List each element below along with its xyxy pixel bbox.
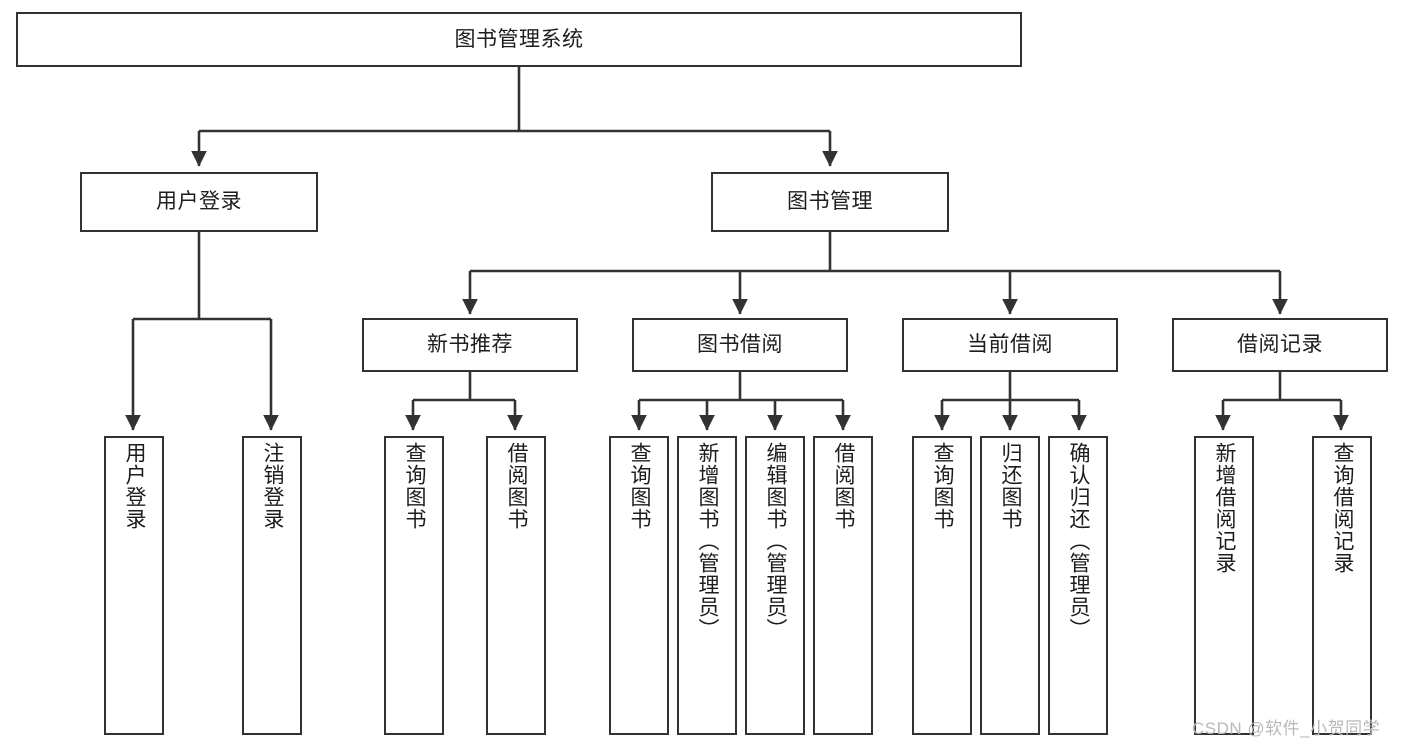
node-current-borrow-label: 当前借阅 xyxy=(967,333,1053,357)
node-current-borrow[interactable]: 当前借阅 xyxy=(902,318,1118,372)
node-leaf-query-book-3-label: 查询图书 xyxy=(931,442,955,530)
node-leaf-query-book-2[interactable]: 查询图书 xyxy=(609,436,669,735)
node-leaf-confirm-return-admin[interactable]: 确认归还（管理员） xyxy=(1048,436,1108,735)
node-leaf-add-record-label: 新增借阅记录 xyxy=(1213,442,1237,574)
node-leaf-borrow-book-2-label: 借阅图书 xyxy=(832,442,856,530)
node-book-borrow-label: 图书借阅 xyxy=(697,333,783,357)
node-user-login-group-label: 用户登录 xyxy=(156,190,242,214)
node-leaf-logout-label: 注销登录 xyxy=(261,442,285,530)
node-book-borrow[interactable]: 图书借阅 xyxy=(632,318,848,372)
node-leaf-borrow-book-2[interactable]: 借阅图书 xyxy=(813,436,873,735)
node-root-system-label: 图书管理系统 xyxy=(454,27,584,51)
node-leaf-user-login[interactable]: 用户登录 xyxy=(104,436,164,735)
node-leaf-add-book-admin-label: 新增图书（管理员） xyxy=(696,442,720,640)
node-leaf-borrow-book-1-label: 借阅图书 xyxy=(505,442,529,530)
node-leaf-return-book-label: 归还图书 xyxy=(999,442,1023,530)
node-leaf-return-book[interactable]: 归还图书 xyxy=(980,436,1040,735)
node-leaf-user-login-label: 用户登录 xyxy=(123,442,147,530)
node-borrow-record[interactable]: 借阅记录 xyxy=(1172,318,1388,372)
node-leaf-add-book-admin[interactable]: 新增图书（管理员） xyxy=(677,436,737,735)
node-leaf-query-book-3[interactable]: 查询图书 xyxy=(912,436,972,735)
node-leaf-logout[interactable]: 注销登录 xyxy=(242,436,302,735)
node-leaf-query-book-1[interactable]: 查询图书 xyxy=(384,436,444,735)
node-leaf-add-record[interactable]: 新增借阅记录 xyxy=(1194,436,1254,735)
node-leaf-query-book-2-label: 查询图书 xyxy=(628,442,652,530)
csdn-watermark: CSDN @软件_小贺同学 xyxy=(1192,719,1381,738)
node-leaf-edit-book-admin-label: 编辑图书（管理员） xyxy=(764,442,788,640)
node-leaf-borrow-book-1[interactable]: 借阅图书 xyxy=(486,436,546,735)
node-book-manage-group[interactable]: 图书管理 xyxy=(711,172,949,232)
node-root-system[interactable]: 图书管理系统 xyxy=(16,12,1022,67)
node-new-book-recommend-label: 新书推荐 xyxy=(427,333,513,357)
node-book-manage-group-label: 图书管理 xyxy=(787,190,873,214)
node-leaf-query-book-1-label: 查询图书 xyxy=(403,442,427,530)
node-leaf-query-record[interactable]: 查询借阅记录 xyxy=(1312,436,1372,735)
node-new-book-recommend[interactable]: 新书推荐 xyxy=(362,318,578,372)
node-leaf-confirm-return-admin-label: 确认归还（管理员） xyxy=(1067,442,1091,640)
node-leaf-edit-book-admin[interactable]: 编辑图书（管理员） xyxy=(745,436,805,735)
node-user-login-group[interactable]: 用户登录 xyxy=(80,172,318,232)
node-borrow-record-label: 借阅记录 xyxy=(1237,333,1323,357)
node-leaf-query-record-label: 查询借阅记录 xyxy=(1331,442,1355,574)
